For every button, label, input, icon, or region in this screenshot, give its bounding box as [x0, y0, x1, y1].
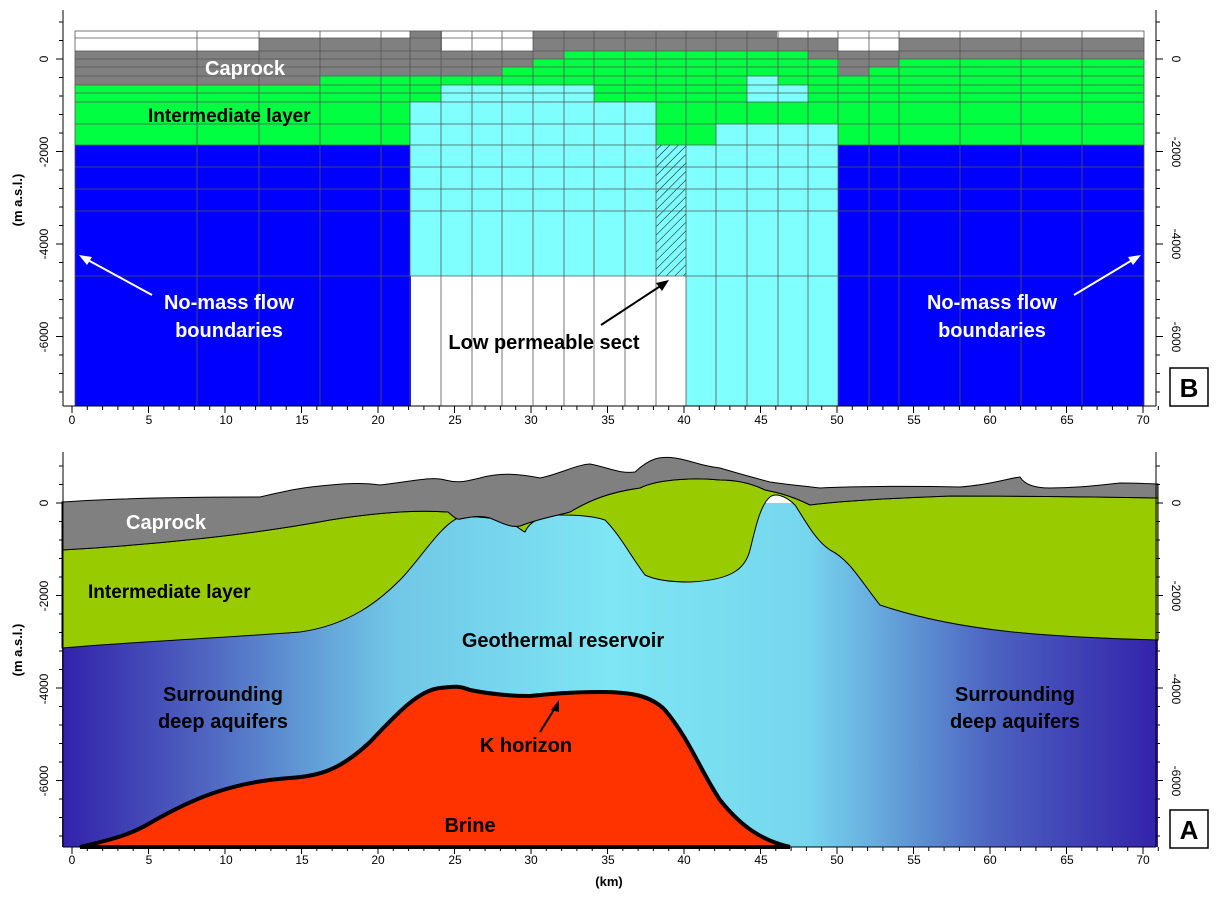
panel-b-y-tick-label-left: -6000	[37, 321, 51, 352]
panel-a-x-tick-label: 50	[830, 853, 844, 867]
panel-b-no-flow-right-line1: No-mass flow	[927, 292, 1057, 314]
panel-b-x-tick-marks	[71, 406, 1159, 413]
panel-b-x-tick-label: 20	[371, 413, 385, 427]
panel-a-y-tick-label-right: -6000	[1169, 766, 1183, 797]
panel-a-y-tick-marks	[56, 465, 1163, 837]
panel-b-y-tick-label-left: 0	[37, 55, 51, 62]
panel-a-y-tick-label-left: 0	[37, 499, 51, 506]
panel-b-low-permeable-label: Low permeable sect	[448, 332, 640, 354]
panel-b-left-aquifer	[75, 145, 411, 406]
panel-a-surround-right-line1: Surrounding	[955, 684, 1075, 706]
panel-b-y-tick-label-left: -4000	[37, 228, 51, 259]
panel-b-y-tick-marks	[56, 21, 1163, 393]
panel-b-y-tick-label-right: 0	[1169, 56, 1183, 63]
panel-b-x-tick-label: 60	[983, 413, 997, 427]
panel-b-x-tick-label: 50	[830, 413, 844, 427]
low-permeable-section	[656, 145, 686, 276]
panel-a-intermediate-label: Intermediate layer	[88, 582, 251, 603]
panel-a-y-tick-label-left: -6000	[37, 765, 51, 796]
panel-a-x-tick-label: 10	[219, 853, 233, 867]
panel-a-caprock	[61, 456, 1159, 551]
panel-a-x-tick-label: 45	[754, 853, 768, 867]
panel-b-no-flow-left-line2: boundaries	[175, 320, 283, 342]
panel-b-x-tick-label: 0	[69, 413, 76, 427]
panel-a-y-tick-label-right: -2000	[1169, 581, 1183, 612]
panel-a-x-tick-label: 60	[983, 853, 997, 867]
panel-b-x-tick-label: 45	[754, 413, 768, 427]
panel-b-letter-box	[1169, 367, 1209, 407]
panel-a-surround-left-line2: deep aquifers	[158, 711, 288, 733]
panel-b-x-tick-label: 25	[448, 413, 462, 427]
panel-b-y-tick-label-left: -2000	[37, 136, 51, 167]
panel-a-x-tick-label: 5	[146, 853, 153, 867]
panel-b-x-tick-label: 65	[1060, 413, 1074, 427]
panel-a-surround-right-line2: deep aquifers	[950, 711, 1080, 733]
panel-a-letter-box	[1169, 809, 1209, 849]
panel-b-caprock-label: Caprock	[205, 58, 286, 80]
panel-b-x-tick-label: 40	[677, 413, 691, 427]
panel-b-no-flow-right-line2: boundaries	[938, 320, 1046, 342]
panel-b-x-tick-label: 70	[1136, 413, 1150, 427]
panel-a-x-tick-label: 40	[677, 853, 691, 867]
panel-a-k-horizon-label: K horizon	[480, 735, 572, 757]
panel-a-reservoir-label: Geothermal reservoir	[462, 630, 665, 652]
panel-a-surround-left-line1: Surrounding	[163, 684, 283, 706]
panel-b-right-aquifer	[838, 145, 1144, 406]
panel-b-letter: B	[1180, 373, 1199, 403]
panel-b-y-axis-label: (m a.s.l.)	[10, 174, 25, 227]
panel-b-grid	[74, 30, 1145, 407]
panel-b-x-tick-label: 30	[524, 413, 538, 427]
panel-a-y-axis-label: (m a.s.l.)	[10, 624, 25, 677]
panel-a-axes	[62, 452, 1157, 848]
panel-b-x-tick-label: 35	[601, 413, 615, 427]
panel-a-y-tick-label-left: -4000	[37, 673, 51, 704]
panel-a-x-tick-label: 15	[295, 853, 309, 867]
panel-a-x-tick-label: 20	[371, 853, 385, 867]
panel-a-x-tick-label: 25	[448, 853, 462, 867]
panel-a-brine-label: Brine	[444, 815, 495, 837]
panel-b-x-tick-label: 55	[907, 413, 921, 427]
panel-b-intermediate-label: Intermediate layer	[148, 106, 311, 127]
panel-a-caprock-label: Caprock	[126, 512, 207, 534]
panel-a-x-axis-label: (km)	[595, 874, 622, 889]
panel-b-x-tick-label: 15	[295, 413, 309, 427]
panel-b: Caprock Intermediate layer No-mass flow …	[10, 10, 1209, 427]
panel-a-k-horizon-arrow	[539, 700, 559, 733]
panel-a-y-tick-label-left: -2000	[37, 580, 51, 611]
panel-a: Caprock Intermediate layer Geothermal re…	[10, 452, 1209, 889]
panel-a-x-tick-label: 30	[524, 853, 538, 867]
panel-a-x-tick-label: 0	[69, 853, 76, 867]
panel-a-x-tick-label: 70	[1136, 853, 1150, 867]
panel-b-x-tick-label: 5	[146, 413, 153, 427]
panel-b-no-flow-left-line1: No-mass flow	[164, 292, 294, 314]
panel-b-axes	[62, 10, 1157, 407]
panel-a-x-tick-marks	[71, 847, 1159, 854]
panel-a-x-tick-label: 35	[601, 853, 615, 867]
panel-a-brine	[79, 684, 791, 849]
panel-b-x-tick-label: 10	[219, 413, 233, 427]
panel-a-y-tick-label-right: 0	[1169, 500, 1183, 507]
panel-a-x-tick-label: 55	[907, 853, 921, 867]
panel-b-y-tick-label-right: -4000	[1169, 229, 1183, 260]
panel-b-y-tick-label-right: -2000	[1169, 137, 1183, 168]
panel-a-letter: A	[1180, 815, 1199, 845]
panel-b-arrows	[79, 255, 1141, 326]
panel-a-x-tick-label: 65	[1060, 853, 1074, 867]
panel-a-y-tick-label-right: -4000	[1169, 674, 1183, 705]
panel-b-y-tick-label-right: -6000	[1169, 322, 1183, 353]
